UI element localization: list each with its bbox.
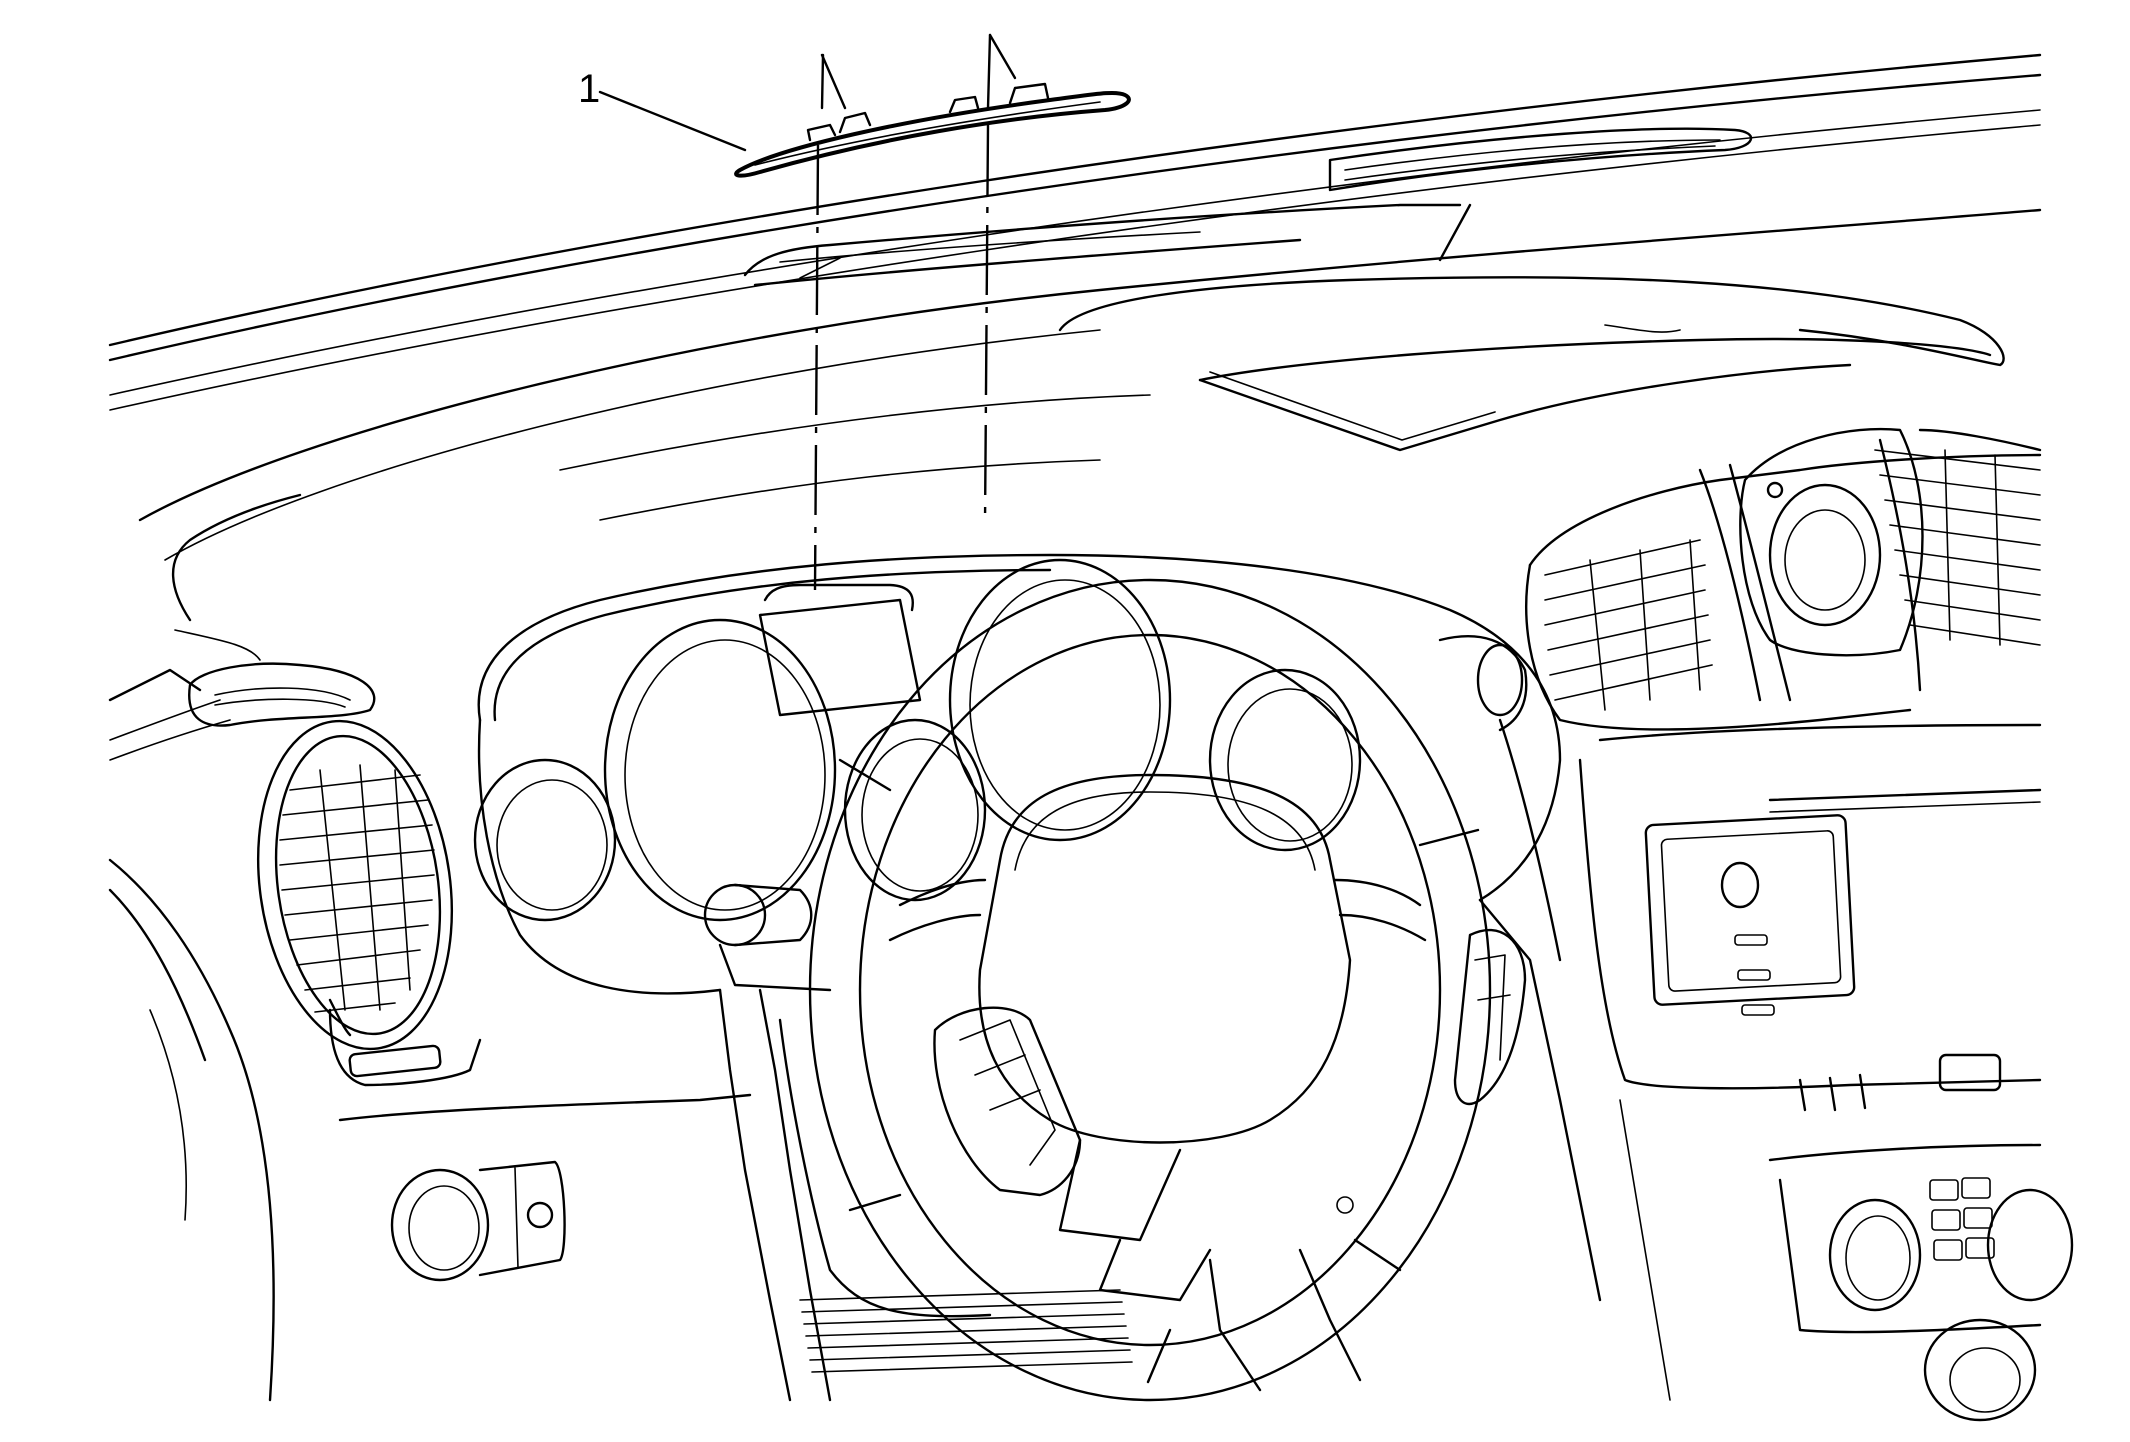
center-gauge bbox=[843, 718, 987, 902]
instrument-cluster bbox=[473, 553, 1562, 995]
radio-unit bbox=[1578, 723, 2042, 1112]
center-speaker bbox=[1739, 427, 1924, 657]
knee-bolster bbox=[338, 988, 1362, 1402]
center-vent-right-grille bbox=[1874, 449, 2041, 646]
airbag-hub bbox=[978, 773, 1352, 1144]
steering-wheel bbox=[808, 578, 1527, 1402]
left-switch-pod bbox=[933, 1006, 1082, 1197]
callout-1-label: 1 bbox=[578, 67, 600, 111]
callout-1: 1 bbox=[578, 67, 747, 152]
defrost-vent-far bbox=[1328, 127, 1753, 192]
center-stack-vents bbox=[1525, 427, 2042, 731]
installation-guide-lines bbox=[813, 33, 1017, 591]
defroster-grille-part bbox=[734, 82, 1131, 178]
headlamp-switch bbox=[390, 1160, 566, 1282]
passenger-airbag-panel bbox=[1058, 276, 2005, 452]
hvac-buttons bbox=[1929, 1177, 1995, 1261]
turn-signal-stalk bbox=[703, 883, 832, 992]
dash-left-side bbox=[108, 493, 376, 1402]
center-defrost-slot bbox=[743, 203, 1472, 287]
right-switch-pod bbox=[1453, 928, 1527, 1106]
dash-top-edges bbox=[108, 53, 2042, 561]
speedometer-gauge bbox=[948, 558, 1172, 842]
hvac-knob-right bbox=[1986, 1188, 2074, 1302]
shifter-knob bbox=[1923, 1318, 2037, 1422]
hvac-knob-left bbox=[1828, 1198, 1922, 1312]
radio-display bbox=[1644, 814, 1856, 1006]
lower-louver-grille bbox=[799, 1289, 1133, 1373]
left-corner-vent bbox=[188, 662, 376, 727]
callout-1-leader bbox=[598, 90, 747, 152]
small-gauge-right bbox=[1208, 668, 1362, 852]
small-gauge-left bbox=[473, 758, 617, 922]
tachometer-gauge bbox=[603, 618, 837, 922]
dash-right-lower bbox=[1438, 635, 1671, 1401]
center-vent-left-grille bbox=[1544, 539, 1713, 711]
cluster-center-display bbox=[758, 598, 922, 717]
left-air-vent bbox=[256, 719, 482, 1087]
hvac-controls bbox=[1768, 1143, 2074, 1422]
